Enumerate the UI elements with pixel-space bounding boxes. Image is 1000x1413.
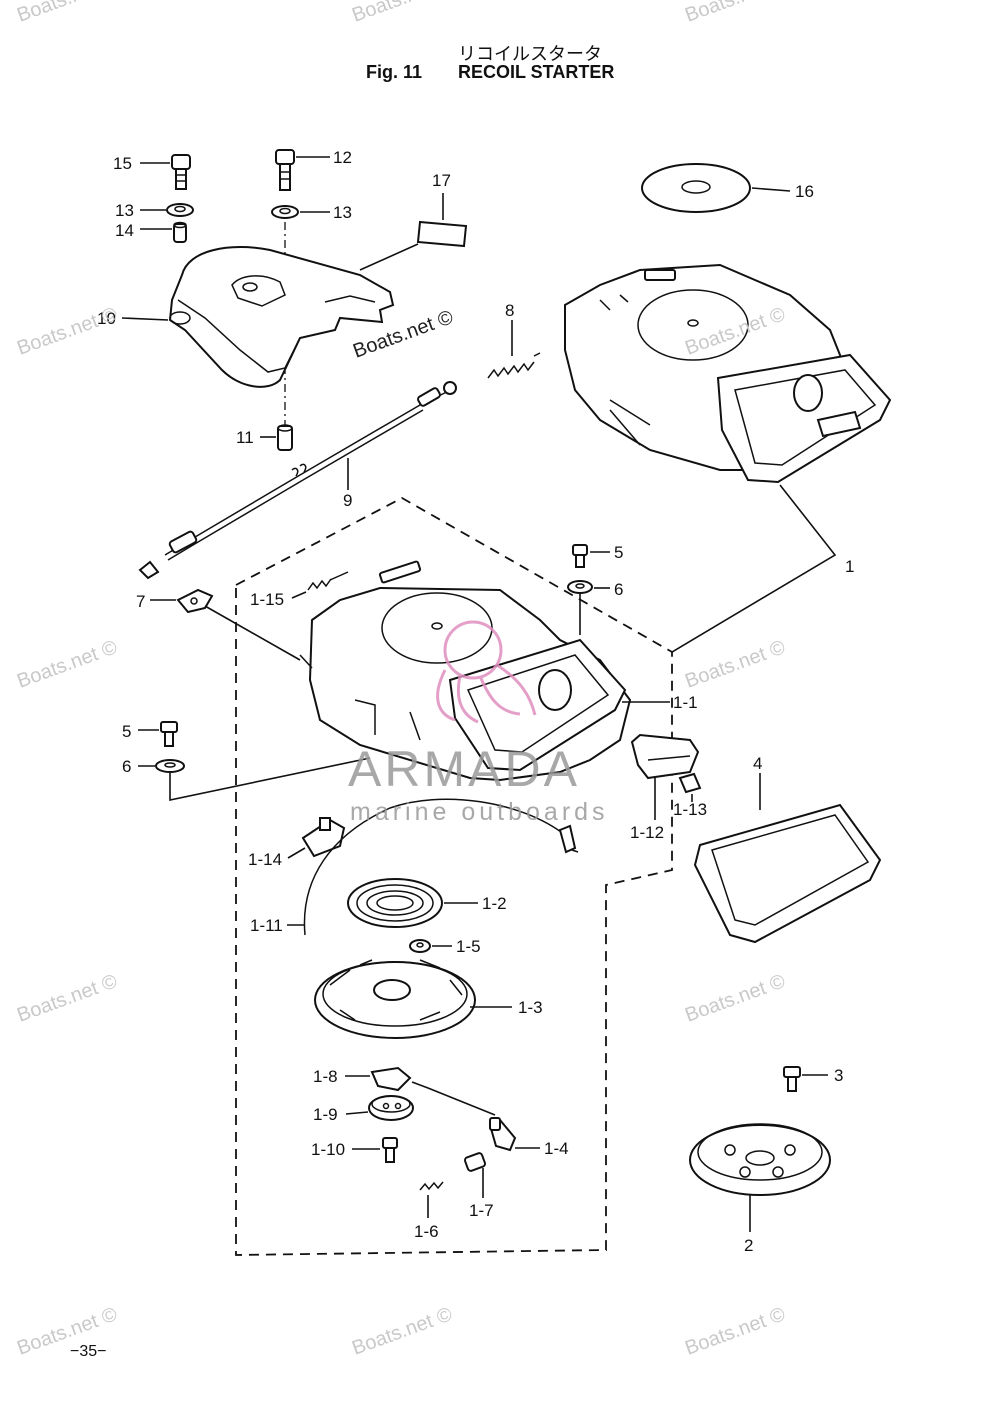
label-1-12: 1-12 — [630, 823, 664, 842]
label-1-5: 1-5 — [456, 937, 481, 956]
part-1-14-bracket — [301, 817, 346, 858]
watermark-boats: Boats.net © — [14, 0, 120, 27]
part-15-bolt — [171, 154, 191, 190]
part-1-5-clip — [409, 939, 431, 953]
part-10-cover — [168, 246, 395, 388]
armada-logo-watermark: ARMADA marine outboards — [348, 620, 609, 826]
part-1-6-spring — [419, 1181, 444, 1191]
part-3-bolt — [783, 1066, 801, 1092]
label-5-left: 5 — [122, 722, 131, 741]
part-13-washer-right — [271, 205, 299, 219]
part-5-bolt-left — [160, 721, 178, 747]
watermark-boats: Boats.net © — [349, 0, 455, 27]
label-1-14: 1-14 — [248, 850, 282, 869]
label-1-6: 1-6 — [414, 1222, 439, 1241]
label-1-13: 1-13 — [673, 800, 707, 819]
part-11-collar — [277, 424, 293, 451]
label-8: 8 — [505, 301, 514, 320]
label-7: 7 — [136, 592, 145, 611]
figure-title: RECOIL STARTER — [458, 62, 615, 82]
label-9: 9 — [343, 491, 352, 510]
watermark-boats: Boats.net © — [14, 303, 120, 360]
label-11: 11 — [236, 428, 254, 447]
part-12-bolt — [275, 149, 295, 191]
label-1-1: 1-1 — [673, 693, 698, 712]
label-14: 14 — [115, 221, 134, 240]
octopus-logo-icon — [436, 620, 537, 724]
label-1-9: 1-9 — [313, 1105, 338, 1124]
label-1-10: 1-10 — [311, 1140, 345, 1159]
label-5-right: 5 — [614, 543, 623, 562]
label-1-3: 1-3 — [518, 998, 543, 1017]
watermark-boats: Boats.net © — [682, 636, 788, 693]
part-8-spring — [487, 352, 541, 379]
part-1-8-pawl — [370, 1066, 412, 1092]
part-1-9-drive-plate — [368, 1095, 414, 1121]
label-2: 2 — [744, 1236, 753, 1255]
part-2-pulley-plate — [689, 1123, 831, 1196]
part-17-label — [416, 220, 468, 248]
label-6-left: 6 — [122, 757, 131, 776]
label-13-right: 13 — [333, 203, 352, 222]
label-1: 1 — [845, 557, 854, 576]
figure-title-japanese: リコイルスタータ — [458, 44, 602, 65]
label-12: 12 — [333, 148, 352, 167]
part-1-4-ratchet — [488, 1117, 517, 1152]
watermark-boats: Boats.net © — [14, 636, 120, 693]
label-15: 15 — [113, 154, 132, 173]
part-5-bolt-right — [572, 544, 588, 568]
part-4-gasket — [693, 803, 882, 944]
watermark-boats: Boats.net © — [682, 970, 788, 1027]
part-16-disk — [641, 163, 751, 213]
part-1-10-screw — [382, 1137, 398, 1163]
label-1-2: 1-2 — [482, 894, 507, 913]
armada-brand: ARMADA — [348, 741, 580, 797]
part-1-13-handle-cap — [678, 772, 702, 794]
part-14-collar — [173, 221, 187, 243]
label-1-7: 1-7 — [469, 1201, 494, 1220]
label-1-11: 1-11 — [250, 916, 283, 935]
armada-tagline: marine outboards — [350, 798, 609, 826]
figure-number: Fig. 11 — [366, 62, 423, 82]
part-1-3-reel — [314, 959, 476, 1039]
assembly-boundary — [235, 496, 673, 1256]
label-3: 3 — [834, 1066, 843, 1085]
label-10: 10 — [97, 309, 116, 328]
part-6-washer-left — [155, 759, 185, 773]
label-16: 16 — [795, 182, 814, 201]
label-4: 4 — [753, 754, 762, 773]
part-1-recoil-starter-assembly — [564, 263, 892, 484]
label-1-4: 1-4 — [544, 1139, 569, 1158]
part-13-washer-left — [166, 203, 194, 217]
label-17: 17 — [432, 171, 451, 190]
watermark-boats: Boats.net © — [14, 970, 120, 1027]
label-1-15: 1-15 — [250, 590, 284, 609]
label-1-8: 1-8 — [313, 1067, 338, 1086]
part-1-2-spiral-spring — [347, 878, 443, 928]
label-6-right: 6 — [614, 580, 623, 599]
part-1-11-rope — [303, 798, 579, 936]
watermark-boats: Boats.net © — [682, 1303, 788, 1360]
watermark-boats: Boats.net © — [682, 0, 788, 27]
part-1-15-spring — [307, 571, 349, 591]
part-1-12-handle — [630, 733, 700, 780]
part-6-washer-right — [567, 580, 593, 594]
part-1-1-starter-case — [299, 560, 632, 782]
page-number: −35− — [70, 1343, 107, 1360]
part-1-7-roller — [463, 1152, 487, 1172]
watermark-boats: Boats.net © — [349, 1303, 455, 1360]
label-13-left: 13 — [115, 201, 134, 220]
part-9-cable — [138, 381, 457, 580]
part-7-bracket — [176, 588, 214, 614]
